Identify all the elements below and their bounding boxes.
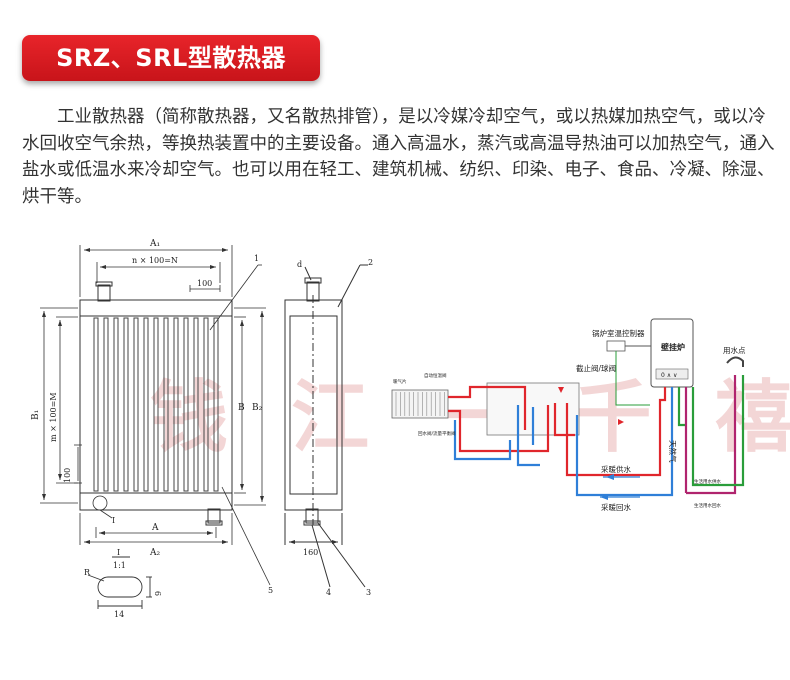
front-tubes bbox=[93, 317, 219, 492]
description-paragraph: 工业散热器（简称散热器，又名散热排管），是以冷媒冷却空气，或以热媒加热空气，或以… bbox=[22, 107, 775, 207]
front-tube bbox=[113, 317, 119, 492]
dim-A1: A₁ bbox=[149, 239, 160, 249]
label-hot-water-point: 用水点 bbox=[723, 345, 746, 355]
front-tube bbox=[133, 317, 139, 492]
label-5: 5 bbox=[268, 586, 273, 595]
front-tube bbox=[183, 317, 189, 492]
dim-A: A bbox=[151, 523, 159, 533]
dim-160: 160 bbox=[303, 548, 318, 557]
label-domestic-hot: 生活用水供水 bbox=[694, 478, 721, 485]
front-tube bbox=[163, 317, 169, 492]
label-domestic-return: 生活用水回水 bbox=[694, 502, 721, 509]
dim-100-top: 100 bbox=[197, 279, 212, 288]
front-tube bbox=[193, 317, 199, 492]
heating-system-diagram: 锅炉室温控制器 壁挂炉 0 ∧ ∨ 截止阀/球阀 用水点 采暖供水 采暖回水 天… bbox=[391, 318, 746, 512]
label-4: 4 bbox=[326, 588, 331, 597]
label-boiler-controller: 锅炉室温控制器 bbox=[592, 328, 645, 338]
front-tube bbox=[93, 317, 99, 492]
front-tube bbox=[143, 317, 149, 492]
front-tube bbox=[123, 317, 129, 492]
dim-B2: B₂ bbox=[252, 403, 263, 413]
front-tube bbox=[203, 317, 209, 492]
label-radiator: 暖气片 bbox=[393, 378, 407, 385]
technical-drawing: A₁ n × 100=N 100 1 B₁ m × 100=M 100 B B₂… bbox=[31, 239, 746, 619]
label-1: 1 bbox=[254, 254, 259, 263]
dim-9: 9 bbox=[154, 591, 163, 596]
page-title: SRZ、SRL型散热器 bbox=[56, 44, 286, 72]
radiator-icon bbox=[391, 389, 449, 419]
label-d: d bbox=[297, 260, 302, 269]
detail-I bbox=[87, 556, 152, 609]
label-2: 2 bbox=[368, 258, 373, 267]
dim-A2: A₂ bbox=[149, 548, 160, 558]
front-frame bbox=[79, 299, 233, 511]
dim-mxM: m × 100=M bbox=[49, 392, 58, 442]
dim-nxN: n × 100=N bbox=[132, 256, 178, 265]
controller-icon bbox=[606, 340, 626, 352]
front-tube bbox=[103, 317, 109, 492]
front-tube bbox=[213, 317, 219, 492]
label-return-water: 采暖回水 bbox=[601, 502, 631, 512]
label-boiler: 壁挂炉 bbox=[661, 342, 685, 352]
dim-B: B bbox=[238, 403, 245, 413]
faucet-icon bbox=[726, 356, 744, 367]
title-badge: SRZ、SRL型散热器 bbox=[22, 35, 320, 81]
label-natural-gas: 天然气 bbox=[668, 440, 678, 463]
dim-B1: B₁ bbox=[31, 410, 41, 420]
detail-R: R bbox=[84, 568, 91, 577]
side-view bbox=[284, 264, 368, 588]
label-valve-2: 回水阀/流量平衡阀 bbox=[418, 430, 456, 437]
label-supply-water: 采暖供水 bbox=[601, 464, 631, 474]
detail-I-label: I bbox=[117, 548, 120, 557]
label-stop-valve: 截止阀/球阀 bbox=[576, 363, 616, 373]
detail-scale: 1:1 bbox=[113, 561, 126, 570]
label-boiler-buttons: 0 ∧ ∨ bbox=[661, 372, 677, 379]
label-I-front: I bbox=[112, 516, 115, 525]
label-3: 3 bbox=[366, 588, 371, 597]
front-tube bbox=[173, 317, 179, 492]
dim-100-left: 100 bbox=[63, 468, 72, 483]
label-valve-1: 自动恒温阀 bbox=[424, 372, 447, 379]
dim-14: 14 bbox=[114, 610, 124, 619]
front-tube bbox=[153, 317, 159, 492]
